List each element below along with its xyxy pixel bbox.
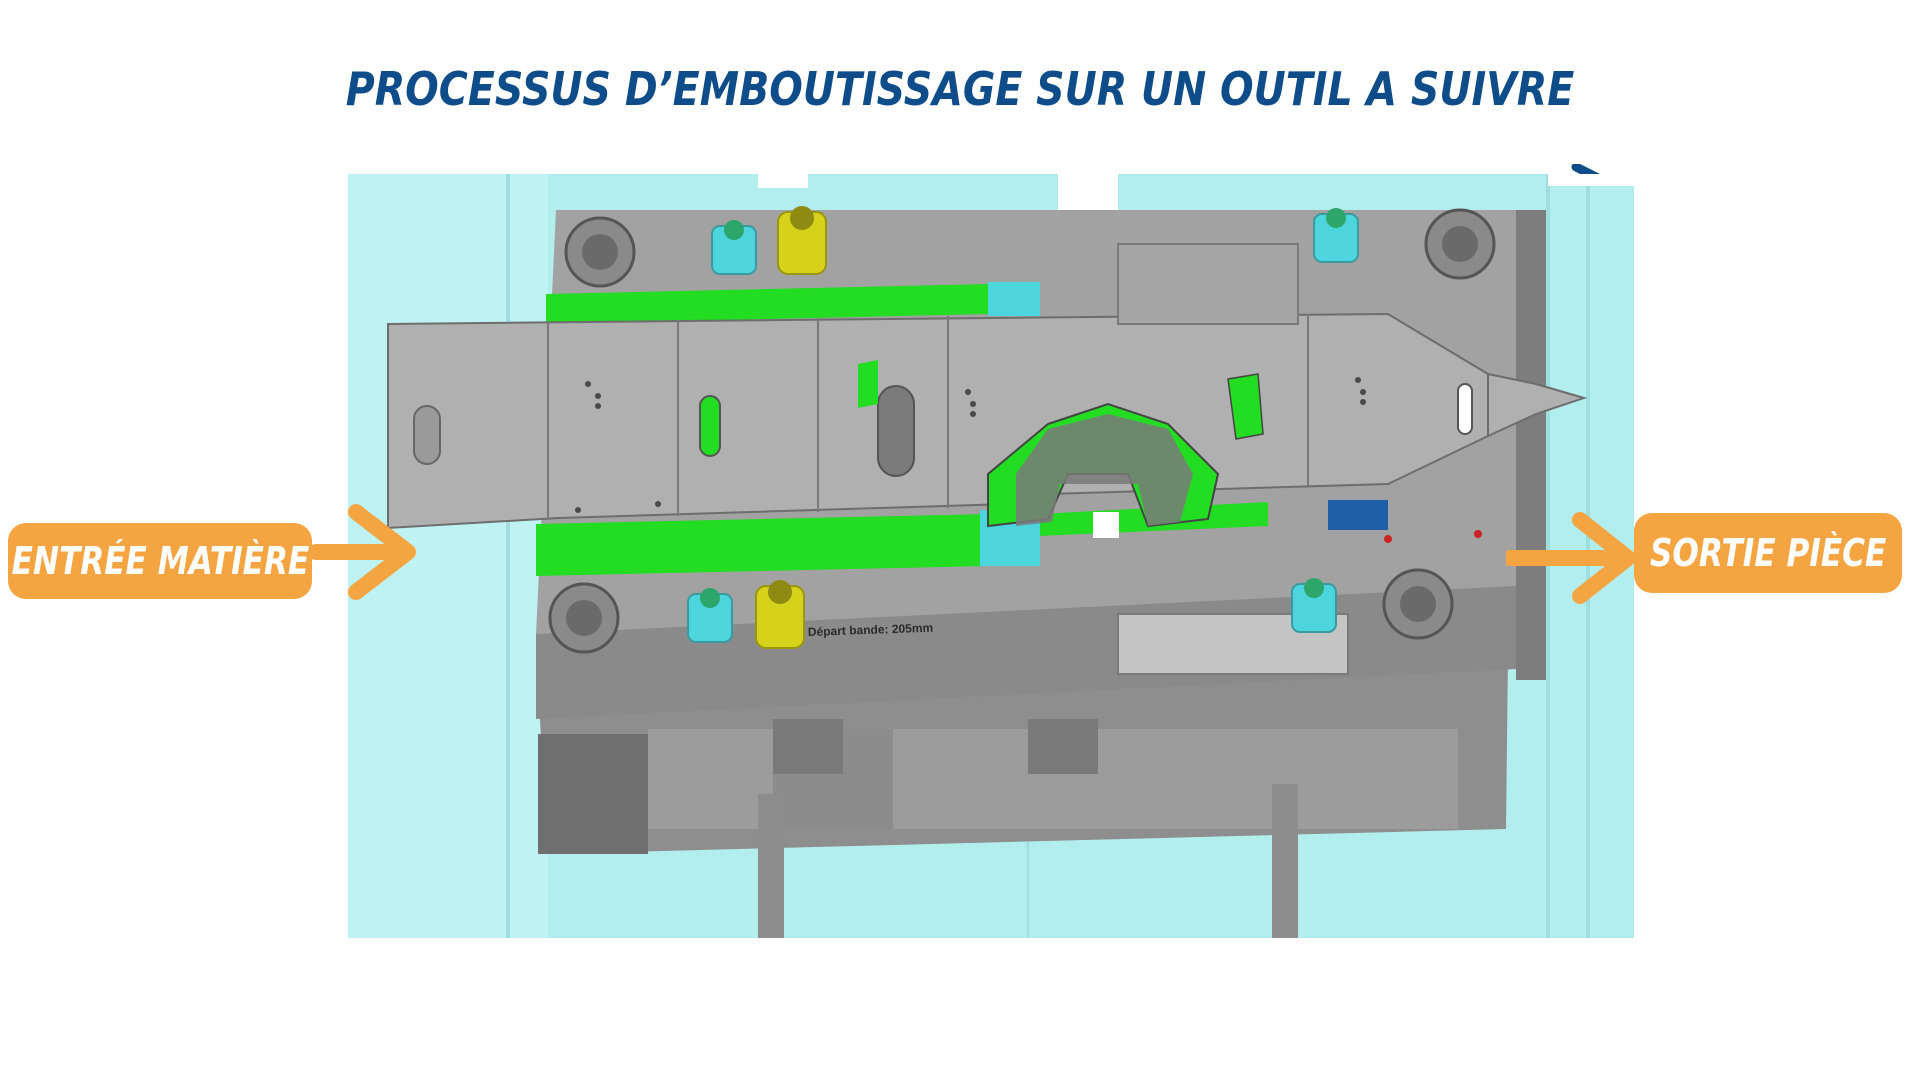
part-output-label: SORTIE PIÈCE (1634, 513, 1902, 593)
orange-right-arrow-icon (312, 504, 416, 600)
progressive-tool-image: Départ bande: 205mm (348, 174, 1634, 938)
part-output-text: SORTIE PIÈCE (1649, 531, 1887, 575)
orange-right-arrow-icon (1506, 512, 1636, 604)
tool-engraving: Départ bande: 205mm (808, 621, 934, 639)
material-input-label: ENTRÉE MATIÈRE (8, 523, 312, 599)
material-input-text: ENTRÉE MATIÈRE (11, 539, 309, 583)
diagram-title: PROCESSUS D’EMBOUTISSAGE SUR UN OUTIL A … (345, 62, 1575, 116)
guide-bushing-icon (548, 208, 1496, 654)
